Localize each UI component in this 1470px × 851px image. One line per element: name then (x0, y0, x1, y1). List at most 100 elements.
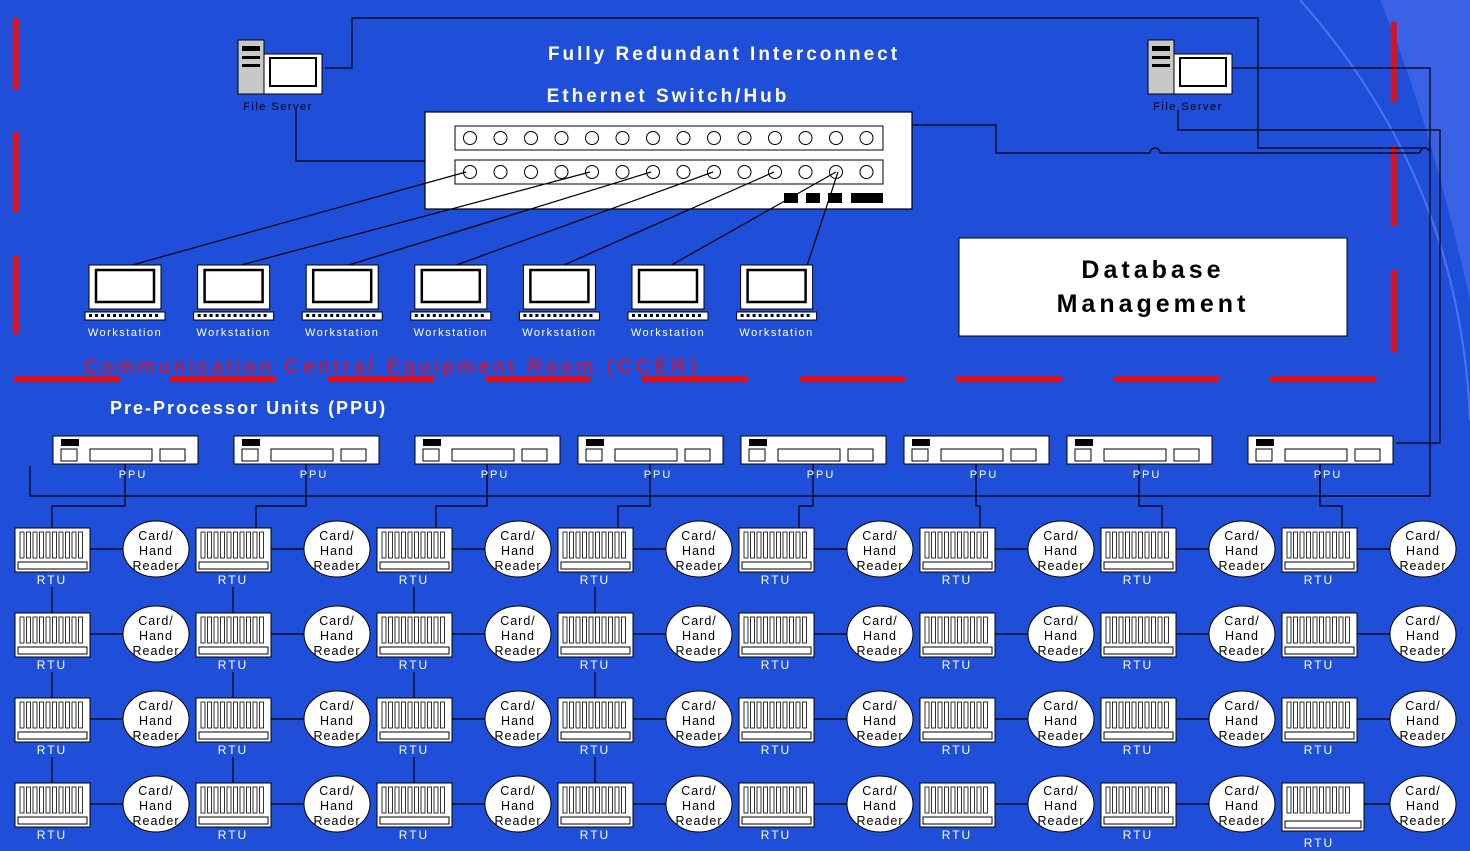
rtu-slot (1293, 616, 1298, 644)
workstation[interactable]: Workstation (627, 264, 709, 339)
reader-label: Hand (501, 799, 535, 813)
ppu-unit[interactable]: PPU (52, 435, 199, 481)
ppu-unit[interactable]: PPU (414, 435, 561, 481)
rtu-slot (937, 616, 943, 644)
rtu-slot (1138, 616, 1143, 644)
workstation[interactable]: Workstation (518, 264, 600, 339)
ppu-unit[interactable]: PPU (740, 435, 887, 481)
workstation-link (124, 171, 467, 268)
ethernet-switch[interactable] (424, 111, 913, 210)
rtu-slot (1293, 786, 1298, 814)
file-server-right[interactable]: File Server (1147, 39, 1233, 113)
rtu-label: RTU (1304, 743, 1334, 757)
rtu-slot (1338, 616, 1344, 644)
rtu-slot (924, 701, 930, 729)
database-management-box[interactable]: Database Management (958, 237, 1348, 337)
workstation[interactable]: Workstation (193, 264, 275, 339)
ppu-unit[interactable]: PPU (1247, 435, 1394, 481)
workstation[interactable]: Workstation (736, 264, 818, 339)
rtu-slot (937, 531, 943, 559)
workstation[interactable]: Workstation (410, 264, 492, 339)
workstation-link (806, 171, 839, 268)
rtu-slot (200, 616, 206, 644)
ppu-unit[interactable]: PPU (577, 435, 724, 481)
workstation[interactable]: Workstation (301, 264, 383, 339)
rtu-slot (226, 531, 232, 559)
ppu-unit[interactable]: PPU (903, 435, 1050, 481)
workstation[interactable]: Workstation (84, 264, 166, 339)
file-server-left[interactable]: File Server (237, 39, 323, 113)
reader-oval (1208, 605, 1276, 663)
ccer-boundary (13, 18, 1397, 382)
reader-label: Reader (133, 644, 180, 658)
ppu-unit[interactable]: PPU (1066, 435, 1213, 481)
rtu-slot (756, 786, 762, 814)
ppu-unit[interactable]: PPU (233, 435, 380, 481)
